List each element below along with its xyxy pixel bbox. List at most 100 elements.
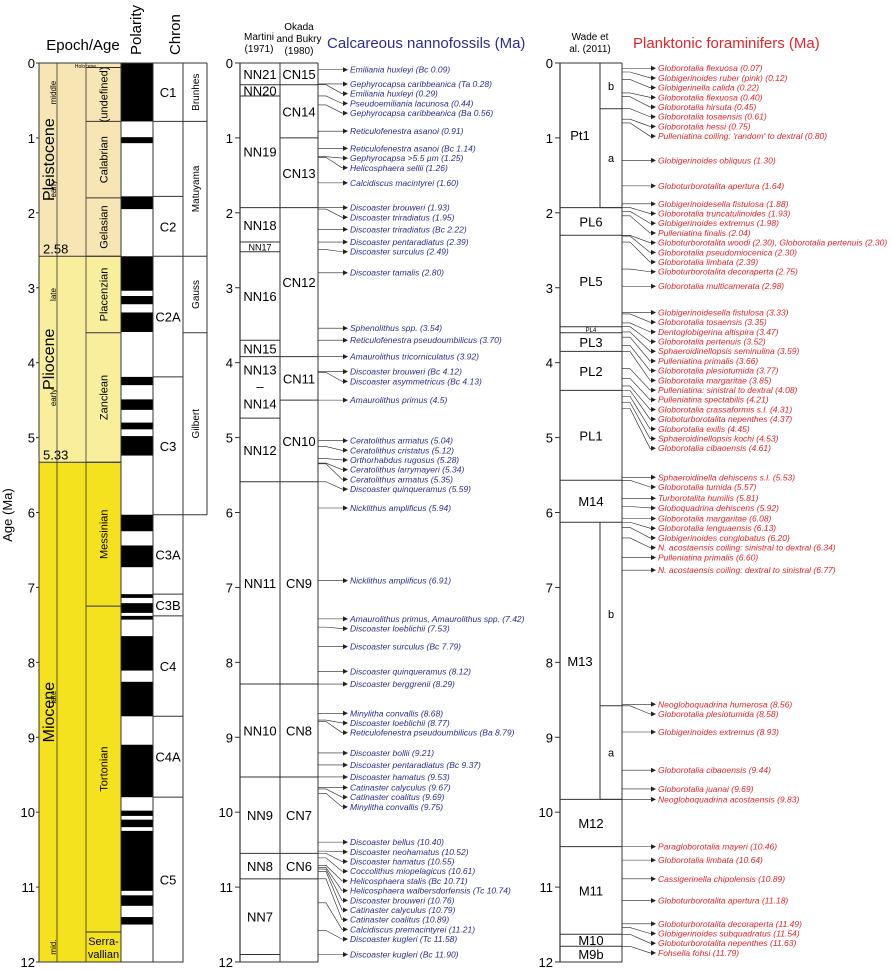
foram-event-label: Globoturborotalita apertura (1.64) [658,181,784,191]
foram-axis-tick-label: 2 [546,206,553,221]
foram-event-label: Globorotalia exilis (4.45) [658,424,750,434]
nanno-event-marker [343,917,348,923]
nanno-event-label: Amaurolithus primus, Amaurolithus spp. (… [349,614,525,624]
foram-event-marker [651,844,656,850]
foram-event-label: Globoturborotalita nepenthes (11.63) [658,938,796,948]
cn-zone-label: CN12 [282,275,315,290]
nn-zone-label: NN19 [243,145,276,160]
foram-event-marker [651,857,656,863]
foram-event-leader [622,408,654,449]
nn-zone-label: NN18 [243,218,276,233]
foram-event-leader [622,402,654,439]
nanno-event-label: Discoaster surculus (Bc 7.79) [350,642,461,652]
cn-zone-label: CN7 [286,808,312,823]
nanno-event-marker [343,325,348,331]
polarity-normal-band [121,810,153,816]
nanno-event-label: Orthorhabdus rugosus (5.28) [350,455,459,465]
polarity-normal-band [121,917,153,925]
foram-axis-tick-label: 5 [546,431,553,446]
foram-event-marker [651,701,656,707]
foram-event-label: Globorotalia plesiotumida (8.58) [658,709,779,719]
nanno-event-marker [343,720,348,726]
left-axis-tick-label: 5 [28,431,35,446]
foram-event-marker [651,495,656,501]
foram-event-label: Globorotalia multicamerata (2.98) [658,281,784,291]
nanno-event-label: Helicosphaera stalis (Bc 10.71) [350,876,468,886]
foram-axis-tick-label: 9 [546,730,553,745]
martini-header-line2: (1971) [245,44,274,55]
foram-event-marker [651,348,656,354]
nanno-event-marker [343,438,348,444]
left-axis-tick-label: 6 [28,506,35,521]
nn-zone-label: NN21 [243,67,276,82]
nanno-event-leader [318,104,346,114]
wade-header-line1: Wade et [572,32,609,43]
nanno-event-label: Emiliania huxleyi (Bc 0.09) [350,65,450,75]
polarity-normal-band [121,636,153,671]
nanno-event-marker [343,128,348,134]
foram-event-marker [651,554,656,560]
nanno-event-label: Discoaster loeblichii (8.77) [350,718,450,728]
foram-event-marker [651,230,656,236]
epoch-band [39,462,121,962]
nanno-event-marker [343,681,348,687]
polarity-normal-band [121,615,153,620]
foram-zone-label: PL6 [579,214,602,229]
foram-event-label: Globorotalia flexuosa (0.07) [658,63,763,73]
nanno-event-marker [343,180,348,186]
subzone-label: a [608,153,615,165]
foram-event-label: Globorotalia plesiotumida (3.77) [658,366,779,376]
nanno-axis-tick-label: 6 [226,506,233,521]
epoch-label: Miocene [41,682,58,743]
nanno-event-label: Discoaster triradiatus (1.95) [350,212,455,222]
cn-zone-label: CN6 [286,859,312,874]
foram-event-leader [622,313,654,323]
foram-event-label: N. acostaensis coiling: dextral to sinis… [658,565,836,575]
nanno-event-label: Ceratolithus larrymayeri (5.34) [350,465,464,475]
chron-label: C2A [155,310,181,325]
nanno-event-leader [318,372,346,382]
nanno-event-leader [318,902,346,930]
nanno-event-label: Discoaster quinqueramus (8.12) [350,666,471,676]
nanno-event-marker [343,155,348,161]
subepoch-label: late [49,690,58,703]
foram-event-marker [651,406,656,412]
nanno-event-label: Calcidiscus macintyrei (1.60) [350,178,459,188]
foram-event-marker [651,94,656,100]
chron-label: C3A [155,547,181,562]
nanno-event-label: Discoaster brouweri (10.76) [350,895,455,905]
foram-event-marker [651,157,656,163]
cn-zone-label: CN9 [286,576,312,591]
polarity-normal-band [121,137,153,144]
foram-axis-tick-label: 3 [546,281,553,296]
foram-event-label: Globigerinoides extremus (1.98) [658,218,779,228]
cn-zone-label: CN15 [282,67,315,82]
nanno-event-label: Discoaster brouweri (1.93) [350,203,450,213]
left-axis-tick-label: 3 [28,281,35,296]
foram-event-label: Neogloboquadrina humerosa (8.56) [658,699,792,709]
foram-event-label: Globorotalia pseudomiocenica (2.30) [658,247,797,257]
foram-event-label: Paragloborotalia mayeri (10.46) [658,842,777,852]
foram-event-label: Globorotalia flexuosa (0.40) [658,92,763,102]
mag-epoch-label: Matuyama [191,165,202,212]
foram-event-label: Globorotalia juanai (9.69) [658,784,754,794]
foram-event-label: Globorotalia limbata (10.64) [658,855,763,865]
left-axis-tick-label: 2 [28,206,35,221]
nanno-event-label: Amaurolithus primus (4.5) [349,395,447,405]
foram-event-leader [622,96,654,108]
foram-title: Planktonic foraminifers (Ma) [633,35,820,52]
foram-event-label: Pulleniatina primalis (3.66) [658,356,758,366]
foram-event-leader [622,390,654,420]
foram-axis-tick-label: 11 [540,880,554,895]
foram-event-label: Pulleniatina finalis (2.04) [658,228,751,238]
foram-event-label: N. acostaensis coiling: sinistral to dex… [658,543,836,553]
nanno-event-leader [318,850,346,853]
foram-event-marker [651,183,656,189]
foram-event-marker [651,729,656,735]
foram-event-marker [651,796,656,802]
cn-zone-label: CN13 [282,166,315,181]
okada-header-line1: Okada [284,22,314,33]
foram-event-marker [651,567,656,573]
polarity-normal-band [121,376,153,386]
polarity-normal-band [121,830,153,891]
